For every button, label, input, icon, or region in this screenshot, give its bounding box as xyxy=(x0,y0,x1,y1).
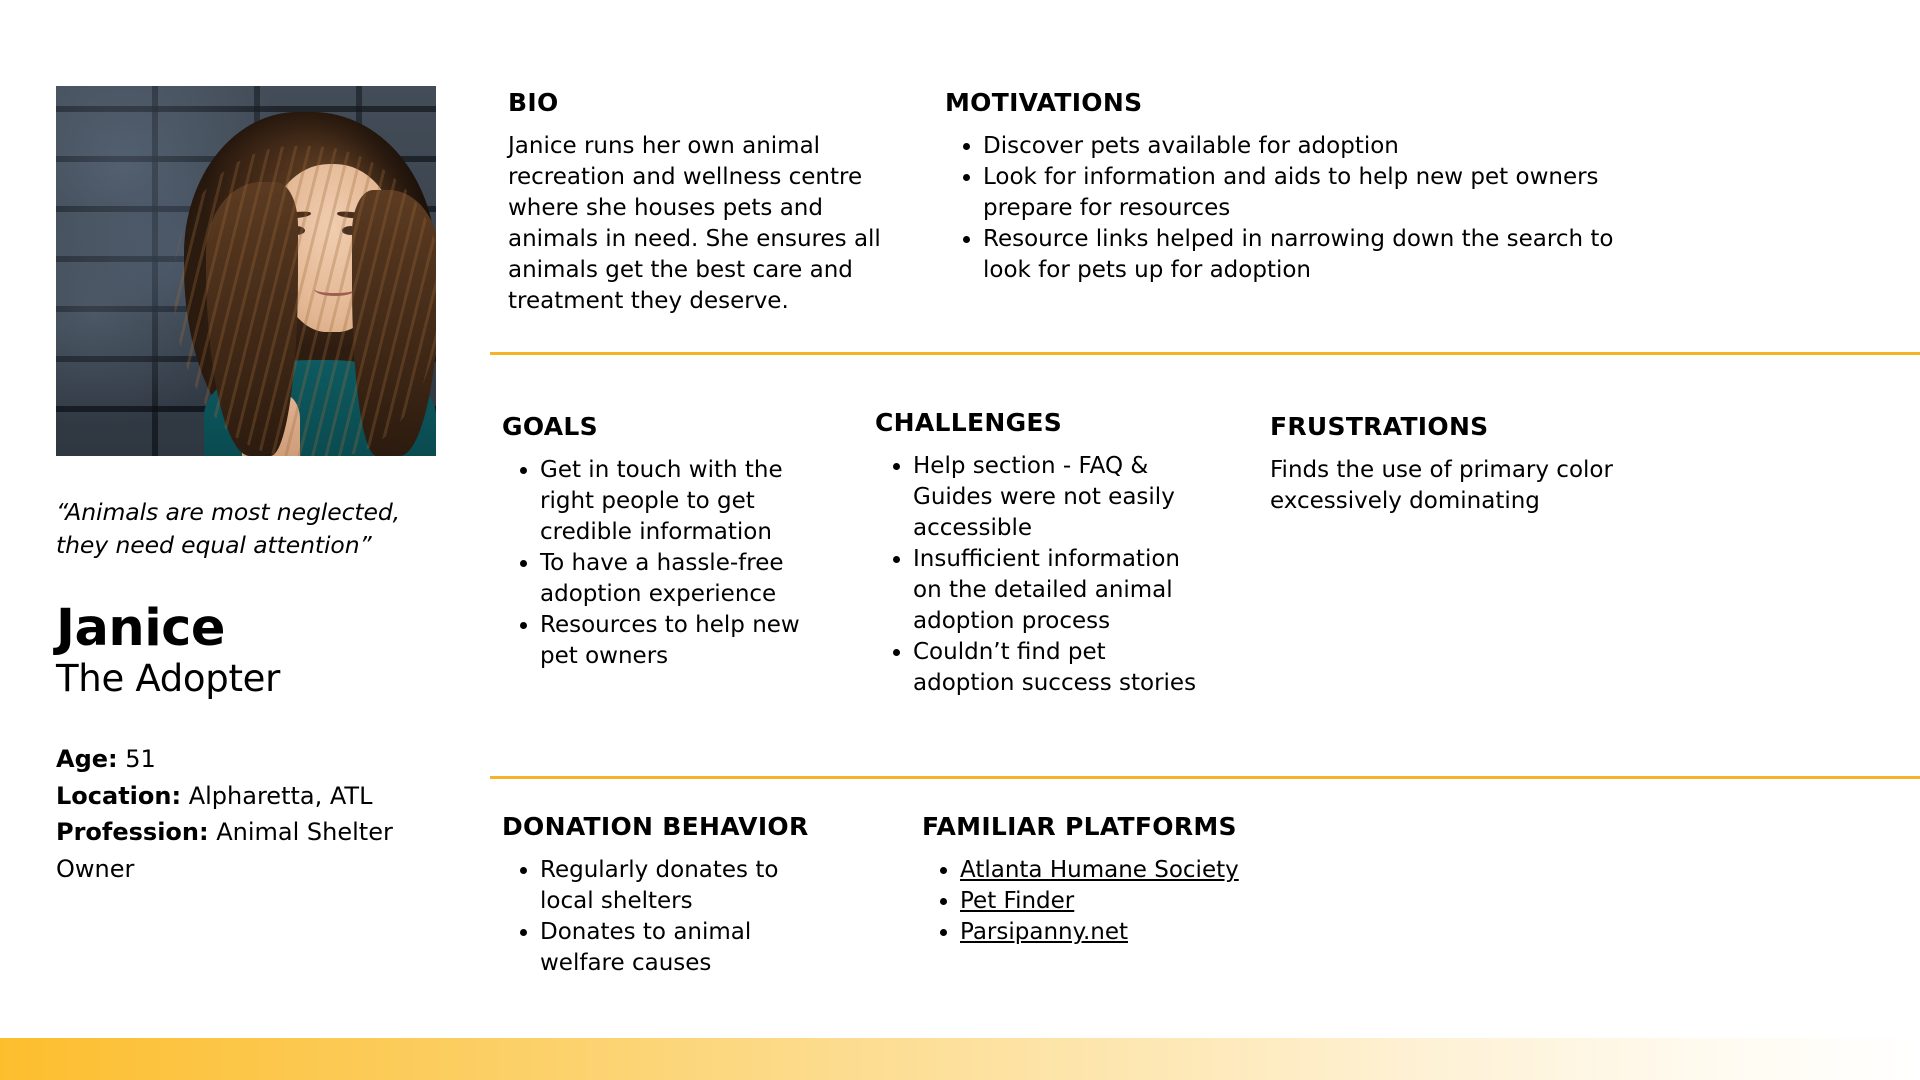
persona-profession-row: Profession: Animal Shelter Owner xyxy=(56,814,406,887)
challenges-section: CHALLENGES Help section - FAQ & Guides w… xyxy=(875,408,1205,699)
persona-profession-label: Profession: xyxy=(56,818,209,847)
persona-left-column: “Animals are most neglected, they need e… xyxy=(56,86,456,887)
list-item: Discover pets available for adoption xyxy=(983,131,1635,162)
platform-link-parsipanny[interactable]: Parsipanny.net xyxy=(960,919,1128,946)
platform-link-pet-finder[interactable]: Pet Finder xyxy=(960,888,1075,915)
persona-location-row: Location: Alpharetta, ATL xyxy=(56,778,406,814)
bio-section: BIO Janice runs her own animal recreatio… xyxy=(508,88,900,317)
persona-age-row: Age: 51 xyxy=(56,741,406,777)
list-item: Look for information and aids to help ne… xyxy=(983,162,1635,224)
motivations-list: Discover pets available for adoption Loo… xyxy=(945,131,1635,286)
frustrations-body: Finds the use of primary color excessive… xyxy=(1270,457,1613,515)
frustrations-section: FRUSTRATIONS Finds the use of primary co… xyxy=(1270,412,1650,517)
familiar-platforms-section: FAMILIAR PLATFORMS Atlanta Humane Societ… xyxy=(922,812,1302,948)
motivations-title: MOTIVATIONS xyxy=(945,88,1143,117)
frustrations-title: FRUSTRATIONS xyxy=(1270,412,1489,441)
persona-photo xyxy=(56,86,436,456)
persona-location-value: Alpharetta, ATL xyxy=(188,781,373,810)
mouth xyxy=(314,282,356,296)
goals-title: GOALS xyxy=(502,412,598,441)
persona-demographics: Age: 51 Location: Alpharetta, ATL Profes… xyxy=(56,741,406,887)
donation-behavior-title: DONATION BEHAVIOR xyxy=(502,812,809,841)
list-item: Help section - FAQ & Guides were not eas… xyxy=(913,451,1205,544)
persona-role: The Adopter xyxy=(56,656,281,700)
hair-front-right xyxy=(352,190,436,456)
hair-strand-texture xyxy=(174,146,436,456)
list-item: Pet Finder xyxy=(960,886,1302,917)
bottom-gradient-bar xyxy=(0,1038,1920,1080)
donation-behavior-section: DONATION BEHAVIOR Regularly donates to l… xyxy=(502,812,832,979)
list-item: Get in touch with the right people to ge… xyxy=(540,455,832,548)
list-item: Donates to animal welfare causes xyxy=(540,917,832,979)
goals-section: GOALS Get in touch with the right people… xyxy=(502,412,832,672)
persona-age-value: 51 xyxy=(125,745,156,774)
bio-body: Janice runs her own animal recreation an… xyxy=(508,133,881,315)
list-item: Regularly donates to local shelters xyxy=(540,855,832,917)
challenges-title: CHALLENGES xyxy=(875,408,1063,437)
list-item: Resource links helped in narrowing down … xyxy=(983,224,1635,286)
persona-content-area: BIO Janice runs her own animal recreatio… xyxy=(490,0,1920,1080)
list-item: Parsipanny.net xyxy=(960,917,1302,948)
goals-list: Get in touch with the right people to ge… xyxy=(502,455,832,672)
hair-front-left xyxy=(206,182,298,456)
list-item: To have a hassle-free adoption experienc… xyxy=(540,548,832,610)
list-item: Couldn’t find pet adoption success stori… xyxy=(913,637,1205,699)
donation-behavior-list: Regularly donates to local shelters Dona… xyxy=(502,855,832,979)
persona-age-label: Age: xyxy=(56,745,118,774)
list-item: Atlanta Humane Society xyxy=(960,855,1302,886)
motivations-section: MOTIVATIONS Discover pets available for … xyxy=(945,88,1635,286)
familiar-platforms-list: Atlanta Humane Society Pet Finder Parsip… xyxy=(922,855,1302,948)
bio-title: BIO xyxy=(508,88,559,117)
persona-location-label: Location: xyxy=(56,781,182,810)
section-divider-top xyxy=(490,352,1920,355)
section-divider-bottom xyxy=(490,776,1920,779)
eye-right xyxy=(342,226,359,235)
challenges-list: Help section - FAQ & Guides were not eas… xyxy=(875,451,1205,699)
persona-quote: “Animals are most neglected, they need e… xyxy=(56,498,401,560)
list-item: Insufficient information on the detailed… xyxy=(913,544,1205,637)
persona-name: Janice xyxy=(56,598,226,658)
platform-link-atlanta-humane-society[interactable]: Atlanta Humane Society xyxy=(960,857,1239,883)
familiar-platforms-title: FAMILIAR PLATFORMS xyxy=(922,812,1237,841)
persona-profession-value: Animal Shelter Owner xyxy=(56,818,393,883)
list-item: Resources to help new pet owners xyxy=(540,610,832,672)
